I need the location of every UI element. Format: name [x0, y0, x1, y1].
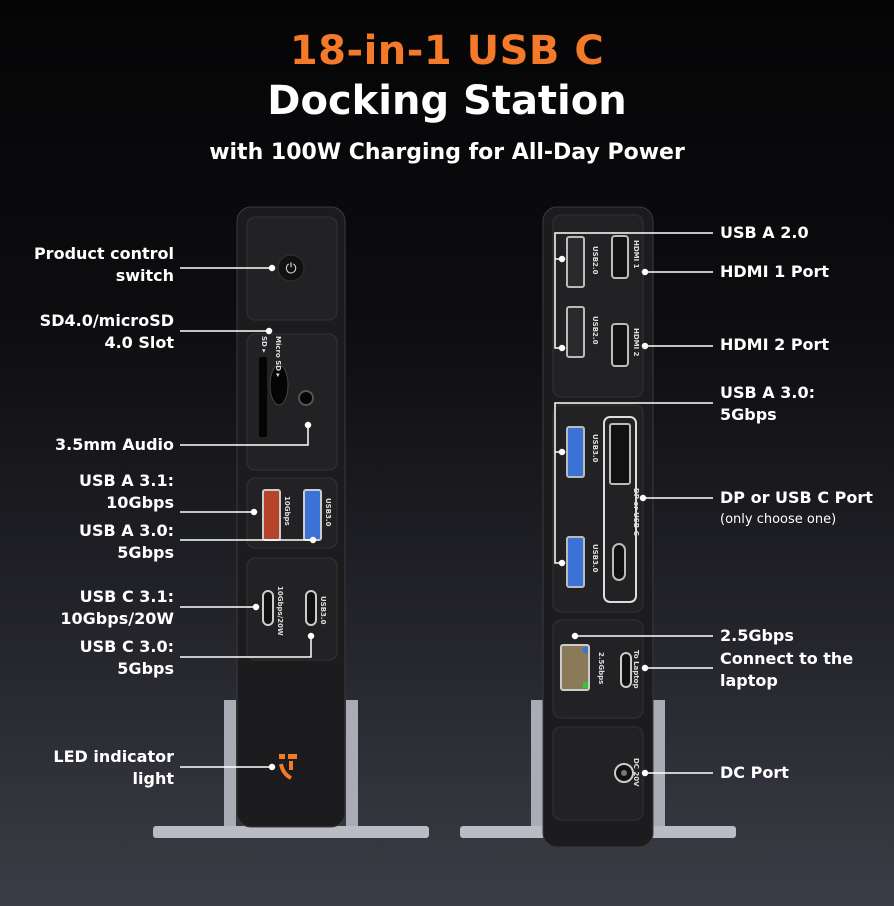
led-logo-icon [279, 754, 297, 780]
label-usb-a-30: USB A 3.0:5Gbps [79, 521, 174, 562]
marking-usb31a: 10Gbps [283, 496, 291, 526]
marking-usbc31: 10Gbps/20W [276, 586, 284, 636]
left-dock-body: ⏻ [236, 206, 346, 828]
label-usb-a-30-right: USB A 3.0:5Gbps [720, 383, 815, 424]
label-usb-a-20: USB A 2.0 [720, 223, 809, 242]
marking-usb30-1: USB3.0 [591, 434, 599, 463]
label-hdmi-1: HDMI 1 Port [720, 262, 830, 281]
marking-microsd: Micro SD ▸ [274, 336, 282, 378]
marking-dp: DP or USB C [632, 488, 640, 536]
marking-usb30a: USB3.0 [324, 498, 332, 527]
label-ethernet: 2.5Gbps [720, 626, 794, 645]
label-usb-c-30: USB C 3.0:5Gbps [79, 637, 174, 678]
label-dp-usbc: DP or USB C Port(only choose one) [720, 488, 873, 527]
marking-usb20-2: USB2.0 [591, 316, 599, 345]
label-usb-c-31: USB C 3.1:10Gbps/20W [60, 587, 174, 628]
label-audio: 3.5mm Audio [55, 435, 174, 454]
marking-hdmi1: HDMI 1 [632, 240, 640, 269]
left-leader-lines [180, 264, 317, 771]
marking-usbc30: USB3.0 [319, 596, 327, 625]
marking-usb20-1: USB2.0 [591, 246, 599, 275]
marking-hdmi2: HDMI 2 [632, 328, 640, 357]
headline-product: Docking Station [267, 78, 627, 124]
label-hdmi-2: HDMI 2 Port [720, 335, 830, 354]
marking-laptop: To Laptop [632, 650, 640, 688]
label-usb-a-31: USB A 3.1:10Gbps [79, 471, 174, 512]
svg-text:⏻: ⏻ [285, 261, 296, 277]
headline: 18-in-1 USB C [289, 28, 605, 74]
left-stand [153, 700, 429, 838]
marking-eth: 2.5Gbps [597, 652, 605, 684]
marking-usb30-2: USB3.0 [591, 544, 599, 573]
marking-dc: DC 20V [632, 758, 640, 787]
label-dc-port: DC Port [720, 763, 789, 782]
marking-sd: SD ▸ [260, 336, 268, 353]
right-dock-body [542, 206, 654, 848]
subtitle: with 100W Charging for All-Day Power [209, 140, 685, 165]
right-leader-lines [554, 232, 713, 777]
